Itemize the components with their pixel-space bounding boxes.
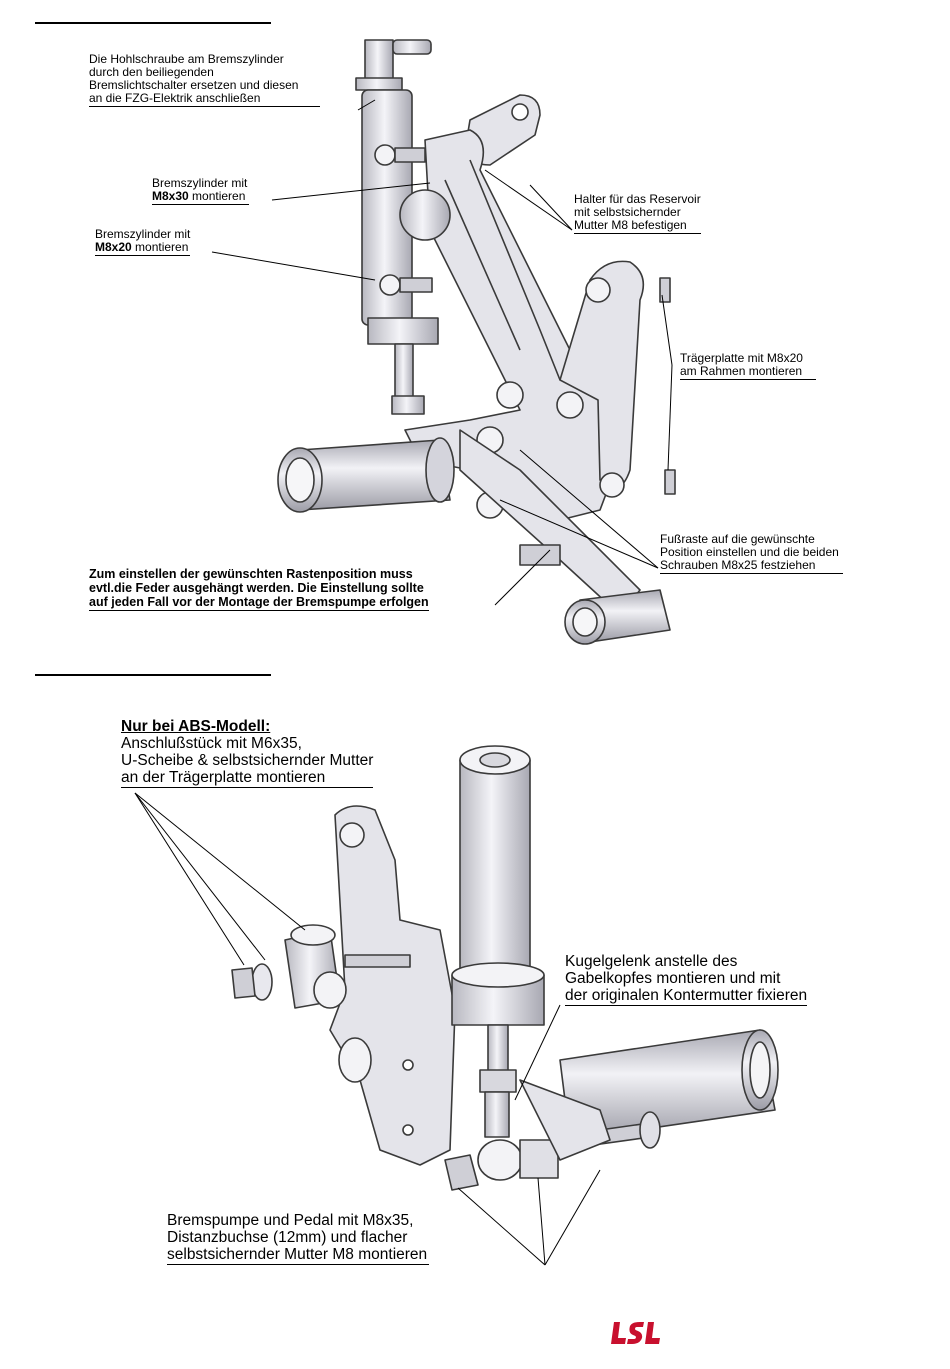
section-rule-middle (35, 674, 271, 676)
figure2-drawing (231, 745, 779, 1191)
note-line: Bremszylinder mit (152, 176, 248, 190)
note-line: Distanzbuchse (12mm) und flacher (167, 1229, 408, 1246)
note-line: M8x30 montieren (152, 189, 250, 205)
note-line: Fußraste auf die gewünschte (660, 532, 815, 546)
note-line: auf jeden Fall vor der Montage der Brems… (89, 595, 429, 611)
note-line: selbstsichernder Mutter M8 montieren (167, 1246, 430, 1265)
note-line: durch den beiliegenden (89, 65, 214, 79)
note-line: Zum einstellen der gewünschten Rastenpos… (89, 567, 413, 581)
abs-title: Nur bei ABS-Modell: (121, 718, 271, 735)
note-line: U-Scheibe & selbstsichernder Mutter (121, 752, 374, 769)
note-line: Mutter M8 befestigen (574, 219, 701, 234)
note-line: Bremspumpe und Pedal mit M8x35, (167, 1212, 414, 1229)
lsl-logo (611, 1322, 660, 1344)
note-line: der originalen Kontermutter fixieren (565, 987, 808, 1006)
note-line: Kugelgelenk anstelle des (565, 953, 738, 970)
note-m8x30: Bremszylinder mit M8x30 montieren (152, 176, 250, 205)
section-rule-top (35, 22, 271, 24)
note-halter: Halter für das Reservoir mit selbstsiche… (574, 193, 701, 234)
note-line: an die FZG-Elektrik anschließen (89, 92, 321, 107)
note-line: M8x20 montieren (95, 240, 191, 256)
note-line: Anschlußstück mit M6x35, (121, 735, 302, 752)
note-traegerplatte: Trägerplatte mit M8x20 am Rahmen montier… (680, 351, 817, 380)
note-line: Bremszylinder mit (95, 227, 191, 241)
note-abs: Nur bei ABS-Modell: Anschlußstück mit M6… (121, 718, 374, 788)
note-kugelgelenk: Kugelgelenk anstelle des Gabelkopfes mon… (565, 953, 808, 1006)
note-line: Gabelkopfes montieren und mit (565, 970, 781, 987)
note-line: mit selbstsichernder (574, 205, 681, 219)
bolt-size: M8x20 (95, 240, 132, 254)
note-line: Halter für das Reservoir (574, 192, 701, 206)
note-line-rest: montieren (188, 189, 246, 203)
note-line: Die Hohlschraube am Bremszylinder (89, 52, 284, 66)
note-fussraste: Fußraste auf die gewünschte Position ein… (660, 532, 844, 574)
note-bremspumpe: Bremspumpe und Pedal mit M8x35, Distanzb… (167, 1212, 430, 1265)
note-line: Trägerplatte mit M8x20 (680, 351, 803, 365)
note-feder: Zum einstellen der gewünschten Rastenpos… (89, 567, 429, 611)
bolt-size: M8x30 (152, 189, 189, 203)
note-line: an der Trägerplatte montieren (121, 769, 374, 788)
note-hohlschraube: Die Hohlschraube am Bremszylinder durch … (89, 52, 321, 107)
note-line: evtl.die Feder ausgehängt werden. Die Ei… (89, 581, 424, 595)
note-line: Schrauben M8x25 festziehen (660, 559, 844, 574)
note-line-rest: montieren (131, 240, 189, 254)
note-line: Bremslichtschalter ersetzen und diesen (89, 78, 299, 92)
figure1-drawing (277, 39, 676, 645)
note-line: am Rahmen montieren (680, 365, 817, 380)
note-m8x20: Bremszylinder mit M8x20 montieren (95, 227, 191, 256)
note-line: Position einstellen und die beiden (660, 545, 839, 559)
